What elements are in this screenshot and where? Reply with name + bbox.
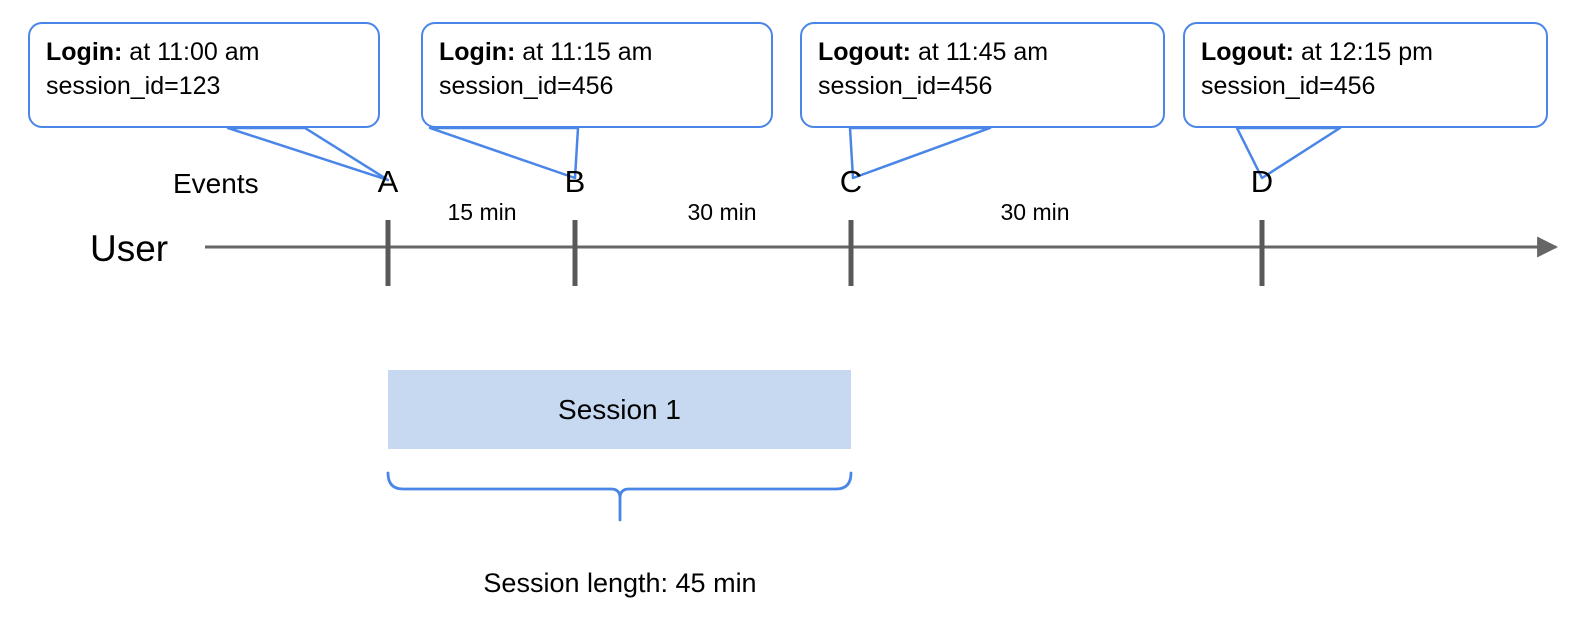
callout-session-label: session_id=456 bbox=[818, 71, 993, 100]
callout-bubble-b: Login: at 11:15 am session_id=456 bbox=[421, 22, 773, 128]
callout-bubble-a: Login: at 11:00 am session_id=123 bbox=[28, 22, 380, 128]
callout-time-label: at 12:15 pm bbox=[1294, 38, 1433, 66]
callout-event-label: Login: bbox=[46, 38, 123, 66]
event-marker-label-a: A bbox=[377, 164, 399, 199]
callout-bubble-d: Logout: at 12:15 pm session_id=456 bbox=[1183, 22, 1548, 128]
session-bar: Session 1 bbox=[388, 370, 851, 449]
session-brace bbox=[386, 471, 853, 522]
callout-time-label: at 11:15 am bbox=[515, 38, 653, 66]
session-length-caption: Session length: 45 min bbox=[483, 568, 757, 598]
callout-event-label: Logout: bbox=[818, 38, 912, 66]
callout-event-label: Login: bbox=[439, 38, 516, 66]
callout-event-label: Logout: bbox=[1201, 38, 1295, 66]
callout-tail-b bbox=[428, 126, 580, 180]
event-marker-label-c: C bbox=[839, 164, 863, 199]
callout-session-label: session_id=456 bbox=[439, 71, 614, 100]
interval-label-ab: 15 min bbox=[447, 199, 517, 225]
callout-session-label: session_id=123 bbox=[46, 71, 221, 100]
interval-label-bc: 30 min bbox=[687, 199, 757, 225]
user-lane-label: User bbox=[90, 228, 169, 269]
event-marker-label-d: D bbox=[1250, 164, 1274, 199]
interval-label-cd: 30 min bbox=[1000, 199, 1070, 225]
session-bar-label: Session 1 bbox=[558, 393, 681, 425]
callout-time-label: at 11:45 am bbox=[911, 38, 1049, 66]
event-marker-label-b: B bbox=[564, 164, 586, 199]
callout-time-label: at 11:00 am bbox=[122, 38, 260, 66]
callout-bubble-c: Logout: at 11:45 am session_id=456 bbox=[800, 22, 1165, 128]
callout-tail-c bbox=[848, 126, 992, 180]
callout-session-label: session_id=456 bbox=[1201, 71, 1376, 100]
events-row-label: Events bbox=[173, 168, 259, 199]
